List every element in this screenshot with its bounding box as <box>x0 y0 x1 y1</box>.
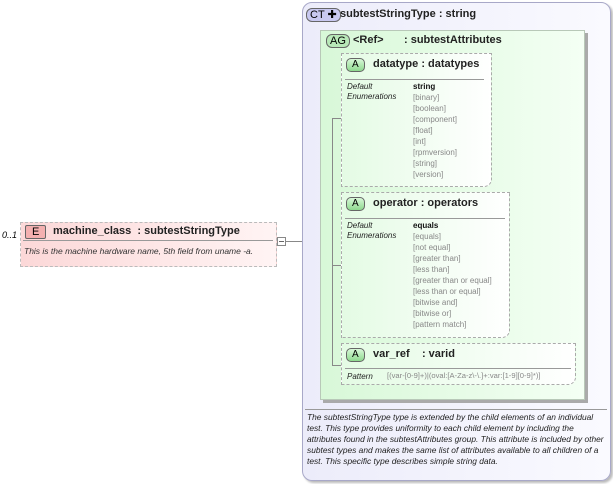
attribute-operator[interactable] <box>341 192 510 338</box>
pattern-label: Pattern <box>347 372 373 381</box>
attribute-name: datatype : datatypes <box>373 58 480 70</box>
attribute-name: operator : operators <box>373 197 479 209</box>
collapse-toggle-icon[interactable] <box>277 237 286 246</box>
datatype-values: string [binary] [boolean] [component] [f… <box>413 82 458 179</box>
attribute-group-badge: AG <box>326 34 350 48</box>
element-badge: E <box>25 225 47 239</box>
pattern-value: [(var-[0-9]+)|(oval:[A-Za-z\-\.]+:var:[1… <box>387 371 541 380</box>
default-label: Default <box>347 82 373 91</box>
complex-type-badge: CT ✚ <box>306 8 341 22</box>
attribute-badge: A <box>346 348 365 362</box>
default-label: Default <box>347 221 373 230</box>
complex-type-title: subtestStringType : string <box>340 8 477 20</box>
attribute-group-type: : subtestAttributes <box>404 34 502 46</box>
enumerations-label: Enumerations <box>347 92 397 101</box>
cardinality: 0..1 <box>2 230 18 240</box>
complex-type-doc: The subtestStringType type is extended b… <box>307 412 604 466</box>
element-name: machine_class : subtestStringType <box>53 225 240 237</box>
element-machine-class[interactable] <box>20 222 277 267</box>
element-doc: This is the machine hardware name, 5th f… <box>24 246 254 256</box>
enumerations-label: Enumerations <box>347 231 397 240</box>
attribute-group-ref: <Ref> <box>353 34 384 46</box>
attribute-name: var_ref : varid <box>373 348 455 360</box>
attribute-var-ref[interactable] <box>341 343 576 385</box>
attribute-datatype[interactable] <box>341 53 492 187</box>
attribute-badge: A <box>346 197 365 211</box>
operator-values: equals [equals] [not equal] [greater tha… <box>413 221 492 329</box>
attribute-badge: A <box>346 58 365 72</box>
